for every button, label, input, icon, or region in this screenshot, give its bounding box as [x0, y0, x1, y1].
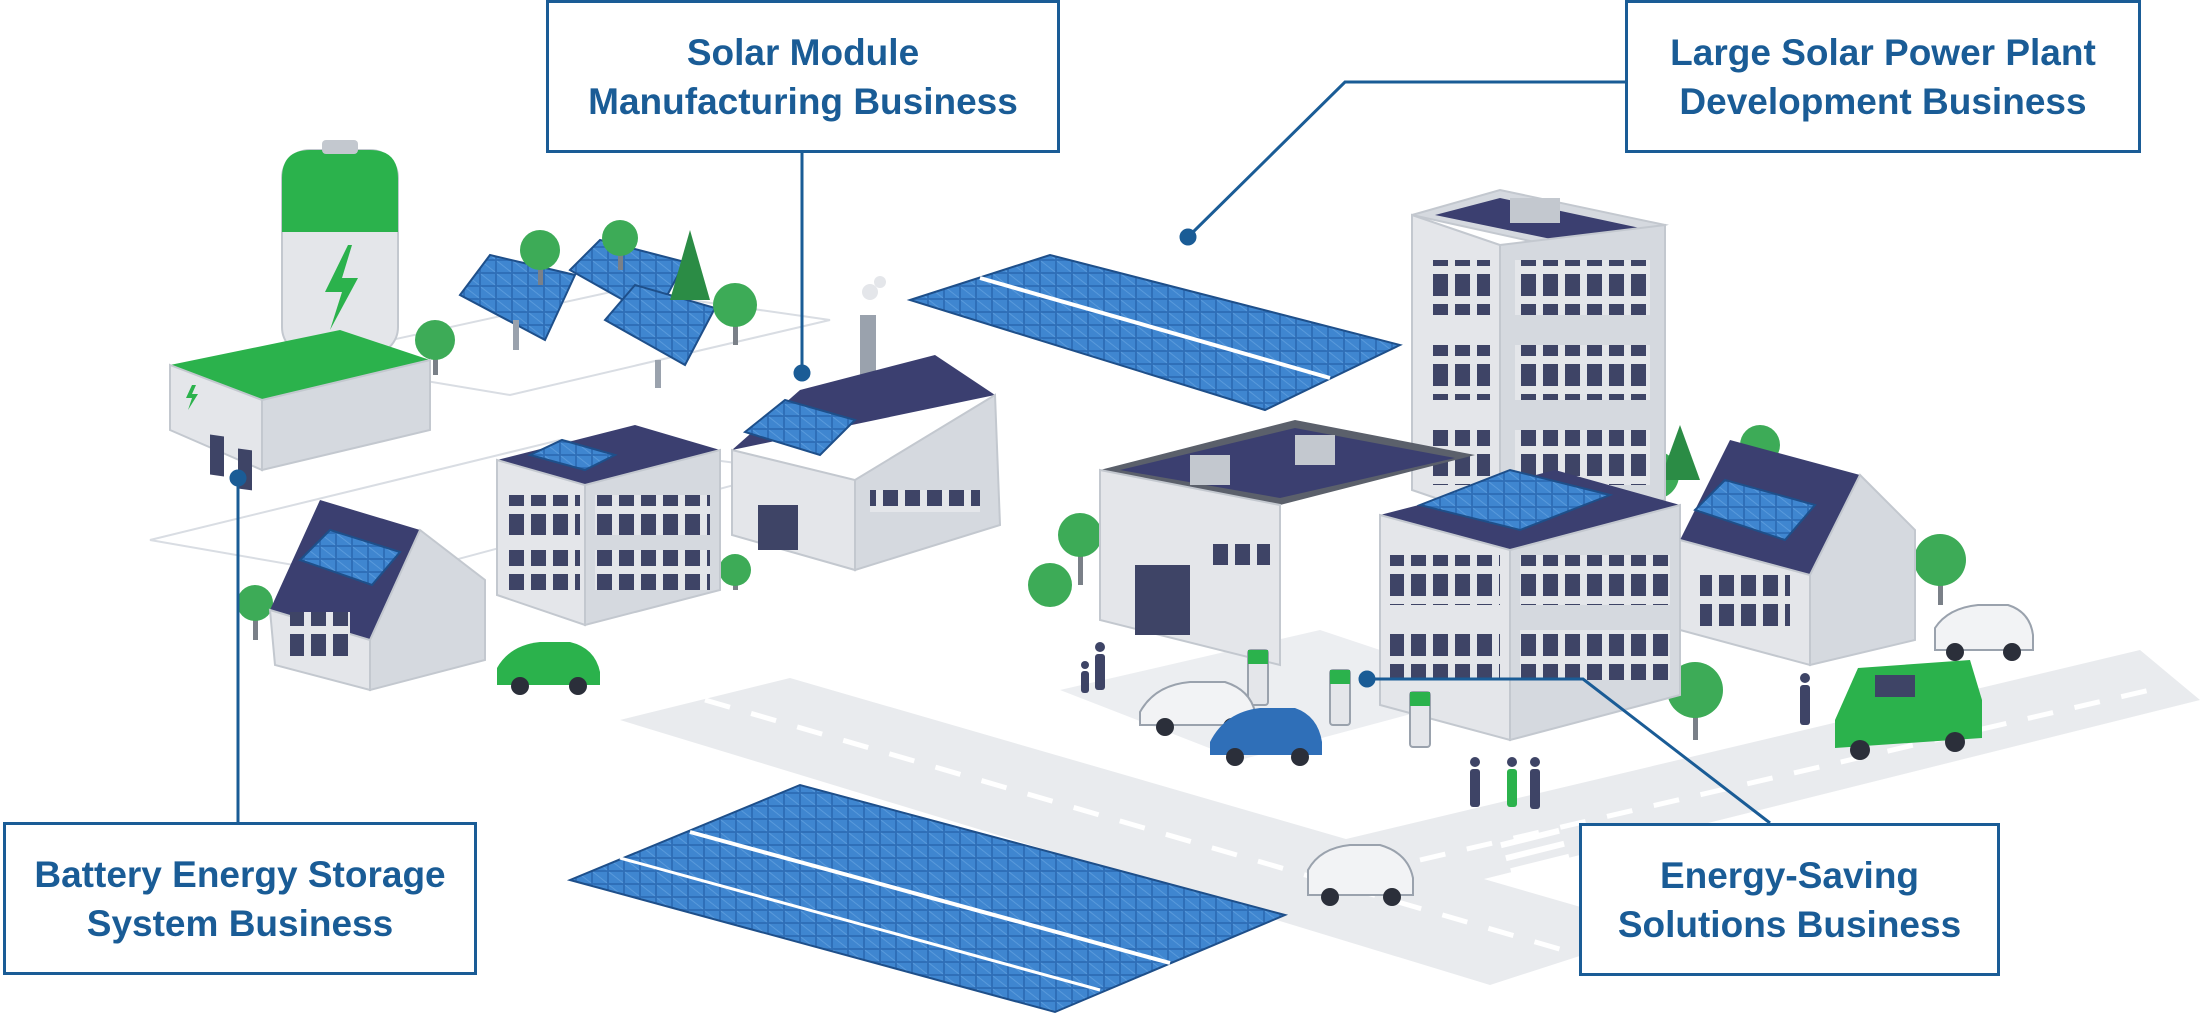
office-building-icon — [1099, 420, 1475, 667]
solar-panel-icon — [1693, 478, 1817, 542]
label-solar-module-manufacturing: Solar Module Manufacturing Business — [546, 0, 1060, 153]
tree-icon — [713, 283, 757, 345]
house-icon — [268, 500, 486, 692]
leader-solar-plant — [1186, 80, 1625, 239]
car-icon — [1934, 604, 2034, 661]
label-battery-line2: System Business — [86, 902, 394, 944]
office-building-icon — [1411, 188, 1669, 522]
lightning-bolt-icon — [325, 245, 358, 330]
ev-charger-icon — [1247, 649, 1269, 706]
solar-field-foreground — [566, 783, 1289, 1014]
label-solar-plant-line1: Large Solar Power Plant — [1670, 31, 2096, 73]
ev-charger-icon — [1409, 691, 1431, 748]
label-solar-plant-line2: Development Business — [1679, 80, 2087, 122]
tree-icon — [520, 230, 560, 285]
ev-charger-icon — [1329, 669, 1351, 726]
road-markings — [704, 687, 2151, 958]
tree-icon — [1660, 425, 1700, 480]
tilted-solar-panels — [458, 238, 717, 388]
label-energy-saving-line2: Solutions Business — [1617, 903, 1962, 945]
leader-energy-saving — [1367, 677, 1771, 825]
person-icon — [1507, 757, 1517, 807]
car-icon — [497, 642, 600, 695]
label-solar-module-line1: Solar Module — [686, 31, 920, 73]
battery-tower-icon — [281, 140, 399, 356]
label-large-solar-plant-development: Large Solar Power Plant Development Busi… — [1625, 0, 2141, 153]
tree-icon — [670, 230, 710, 300]
label-solar-module-line2: Manufacturing Business — [588, 80, 1018, 122]
lightning-bolt-icon — [186, 385, 198, 410]
tree-icon — [415, 320, 455, 375]
person-icon — [1470, 757, 1480, 807]
battery-storage-site — [169, 140, 431, 491]
tree-icon — [602, 220, 638, 270]
person-icon — [1095, 642, 1105, 690]
house-icon — [1679, 440, 1916, 667]
cars — [1139, 604, 2034, 906]
person-icon — [1530, 757, 1540, 809]
factory-icon — [731, 276, 1002, 572]
people — [1081, 642, 1810, 809]
solar-panel-icon — [1416, 468, 1614, 532]
leader-lines — [229, 80, 1771, 825]
car-icon — [1210, 708, 1322, 766]
tree-icon — [719, 554, 751, 590]
label-energy-saving-solutions: Energy-Saving Solutions Business — [1579, 823, 2000, 976]
crosswalk — [1500, 827, 1570, 875]
van-icon — [1835, 660, 1982, 760]
tree-icon — [1058, 513, 1102, 585]
solar-panel-icon — [298, 528, 402, 587]
label-battery-line1: Battery Energy Storage — [34, 853, 446, 895]
label-energy-saving-line1: Energy-Saving — [1659, 854, 1920, 896]
solar-field-back — [906, 253, 1403, 412]
ev-chargers — [1247, 649, 1431, 748]
tree-icon — [237, 585, 273, 640]
solar-panel-icon — [742, 398, 857, 457]
tree-icon — [1914, 534, 1966, 605]
label-battery-energy-storage: Battery Energy Storage System Business — [3, 822, 477, 975]
battery-containers — [169, 330, 431, 491]
person-icon — [1800, 673, 1810, 725]
main-road — [620, 678, 1660, 985]
tree-icon — [1028, 563, 1072, 607]
office-building-icon — [496, 425, 721, 627]
person-icon — [1081, 661, 1089, 693]
office-building-icon — [1379, 468, 1681, 742]
car-icon — [1307, 844, 1414, 906]
solar-panel-icon — [527, 438, 618, 472]
